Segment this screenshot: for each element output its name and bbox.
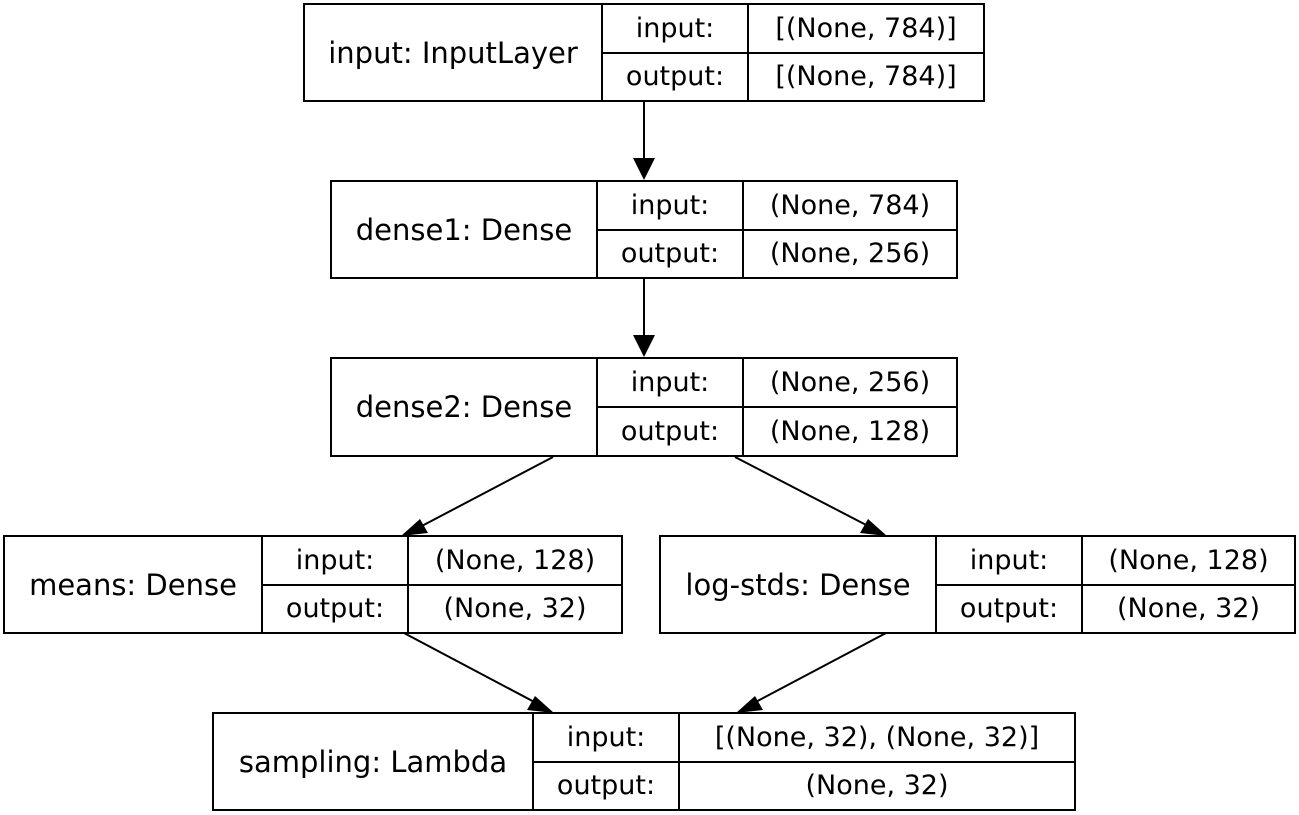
layer-node-dense2: dense2: Dense input: (None, 256) output:…	[330, 357, 958, 457]
input-shape: (None, 784)	[769, 189, 931, 221]
output-shape: (None, 32)	[805, 770, 949, 802]
arrowhead-dense1-dense2	[633, 335, 655, 357]
arrowhead-means-sampling	[527, 696, 554, 713]
layer-name: input: InputLayer	[305, 5, 603, 100]
input-label: input:	[263, 537, 409, 584]
output-shape: (None, 32)	[1116, 593, 1261, 625]
layer-name: dense2: Dense	[332, 359, 598, 455]
output-label: output:	[598, 408, 744, 455]
input-label: input:	[598, 359, 744, 406]
layer-node-input: input: InputLayer input: [(None, 784)] o…	[303, 3, 985, 102]
input-label: input:	[937, 537, 1083, 584]
input-shape: [(None, 784)]	[775, 12, 957, 44]
output-label: output:	[598, 230, 744, 277]
arrowhead-dense2-means	[401, 519, 428, 536]
input-label: input:	[534, 714, 680, 761]
input-shape: (None, 256)	[769, 367, 931, 398]
layer-name: dense1: Dense	[332, 182, 598, 277]
arrowhead-logstds-sampling	[736, 696, 763, 713]
input-shape: (None, 128)	[1108, 544, 1269, 576]
output-label: output:	[263, 585, 409, 632]
output-shape: (None, 128)	[769, 416, 931, 447]
edge-logstds-sampling	[749, 632, 887, 706]
input-label: input:	[598, 182, 744, 229]
edge-dense2-means	[417, 456, 554, 529]
input-label: input:	[603, 5, 749, 52]
output-shape: (None, 32)	[443, 593, 587, 625]
layer-name: sampling: Lambda	[214, 714, 534, 809]
output-label: output:	[937, 585, 1083, 632]
output-shape: (None, 256)	[769, 238, 931, 270]
output-shape: [(None, 784)]	[775, 61, 957, 93]
layer-name: means: Dense	[5, 537, 263, 632]
layer-node-dense1: dense1: Dense input: (None, 784) output:…	[330, 180, 958, 279]
layer-name: log-stds: Dense	[661, 537, 937, 632]
input-shape: (None, 128)	[434, 544, 596, 576]
output-label: output:	[534, 762, 680, 809]
edge-means-sampling	[403, 632, 541, 706]
layer-node-sampling: sampling: Lambda input: [(None, 32), (No…	[212, 712, 1076, 811]
arrowhead-dense2-logstds	[860, 519, 887, 536]
layer-node-logstds: log-stds: Dense input: (None, 128) outpu…	[659, 535, 1296, 634]
arrowhead-input-dense1	[633, 158, 655, 180]
layer-node-means: means: Dense input: (None, 128) output: …	[3, 535, 623, 634]
output-label: output:	[603, 53, 749, 100]
edge-dense2-logstds	[734, 456, 873, 529]
input-shape: [(None, 32), (None, 32)]	[714, 721, 1040, 753]
